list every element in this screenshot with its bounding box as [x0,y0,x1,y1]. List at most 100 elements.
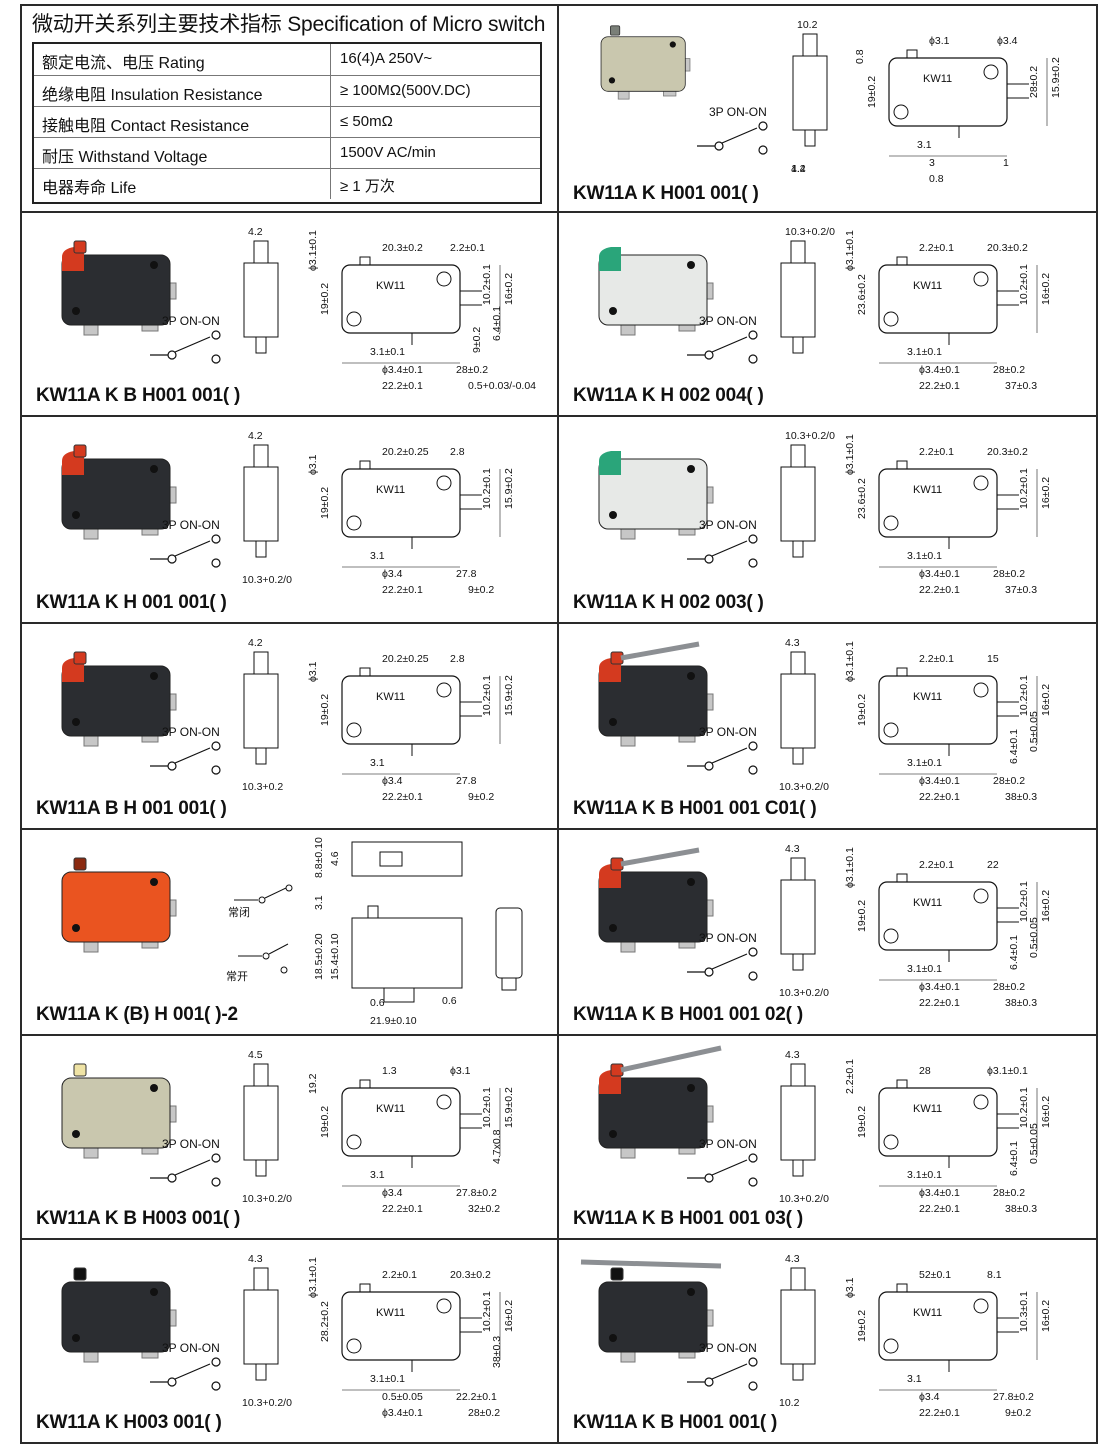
dimension-label: ϕ3.4 [919,1391,940,1403]
wiring-label: 3P ON-ON [699,725,757,739]
contact-no [211,1357,221,1367]
dimension-label: 28±0.2 [993,364,1025,376]
dimension-label: 22.2±0.1 [382,1203,423,1215]
hole-upper [973,475,989,491]
nc-label: 常闭 [228,906,250,919]
body-label: KW11 [376,1103,405,1115]
side-plunger [790,857,806,881]
switch-cap [599,451,621,475]
divider [20,1442,1098,1444]
dimension-label: 2.2±0.1 [919,859,954,871]
side-dimension-label: 10.3+0.2 [242,781,283,793]
dimension-label: 37±0.3 [1005,380,1037,392]
dimension-label: 10.2±0.1 [481,468,493,509]
hole-lower [346,1134,362,1150]
hole-upper [973,888,989,904]
contact-nc [748,354,758,364]
side-dimension-label: 10.3+0.2/0 [779,1193,829,1205]
dimension-label: 10.2±0.1 [481,675,493,716]
divider [557,4,559,1444]
switch-photo-body [61,1063,177,1159]
side-terminal [792,747,804,765]
dimension-label: 22.2±0.1 [382,380,423,392]
contact-symbol [687,330,758,364]
side-terminal [792,540,804,558]
switch-photo [598,641,714,747]
front-plunger [896,256,908,266]
dimension-label: 20.3±0.2 [382,242,423,254]
dimension-label: 28±0.2 [993,981,1025,993]
side-dimension-label: 10.2 [779,1397,800,1409]
dimension-label: 2.2±0.1 [919,446,954,458]
switch-photo [61,240,177,336]
dimension-label: 3 [929,157,935,169]
side-plunger [790,1267,806,1291]
spec-label: 绝缘电阻 Insulation Resistance [42,87,263,104]
switch-photo [600,25,691,100]
side-dimension-label: 4.3 [248,1253,263,1265]
side-dimension-label: 1.4 [791,163,806,175]
mounting-hole [72,1130,80,1138]
dimension-label: 21.9±0.10 [370,1015,417,1027]
wiring-label: 3P ON-ON [162,314,220,328]
side-terminal [792,336,804,354]
contact [285,884,293,892]
contact [280,966,288,974]
body-label: KW11 [376,1307,405,1319]
spec-value: 1500V AC/min [340,144,436,161]
mounting-hole [609,1130,617,1138]
dimension-label: ϕ3.1±0.1 [987,1065,1028,1077]
model-number: KW11A K H 002 003( ) [573,592,764,613]
side-terminal [255,1363,267,1381]
front-body [878,264,998,334]
hole-upper [436,271,452,287]
dimension-label: 3.1 [370,550,385,562]
dimension-label: 16±0.2 [1040,890,1052,922]
dimension-label: 3.1±0.1 [907,550,942,562]
mounting-hole [609,924,617,932]
dimension-label: 23.6±0.2 [856,274,868,315]
dimension-label: 38±0.3 [491,1336,503,1368]
dimension-label: 19±0.2 [856,900,868,932]
dimension-label: ϕ3.4±0.1 [919,568,960,580]
spec-row: 耐压 Withstand Voltage 1500V AC/min [34,137,540,168]
model-number: KW11A K H003 001( ) [36,1412,222,1433]
dimension-label: 10.3±0.1 [1018,1291,1030,1332]
dimension-label: 19±0.2 [319,694,331,726]
body-label: KW11 [913,1103,942,1115]
contact-no [748,1357,758,1367]
front-plunger [359,1079,371,1089]
dimension-label: 10.2±0.1 [1018,881,1030,922]
front-view: KW11 [341,460,501,568]
front-view: KW11 [878,256,1038,364]
hole-lower [883,311,899,327]
front-body [878,881,998,951]
divider [1096,4,1098,1444]
switch-body [61,871,171,943]
front-plunger [367,905,379,919]
dimension-label: 15.9±0.2 [503,675,515,716]
dimension-label: 10.2±0.1 [1018,264,1030,305]
model-number: KW11A K H 001 001( ) [36,592,227,613]
switch-photo [598,847,714,953]
spec-row: 绝缘电阻 Insulation Resistance ≥ 100MΩ(500V.… [34,75,540,106]
dimension-label: ϕ3.4 [382,568,403,580]
side-body [780,879,816,955]
switch-photo-body [598,247,714,336]
switch-photo [598,247,714,336]
blade [174,1363,211,1380]
switch-photo [580,1259,722,1363]
dimension-label: 27.8 [456,568,477,580]
spec-value: ≥ 100MΩ(500V.DC) [340,82,471,99]
contact-symbol [687,1153,758,1187]
divider [20,622,1098,624]
dimension-label: 10.2±0.1 [481,1087,493,1128]
hole-lower [883,722,899,738]
dimension-label: 28±0.2 [468,1407,500,1419]
